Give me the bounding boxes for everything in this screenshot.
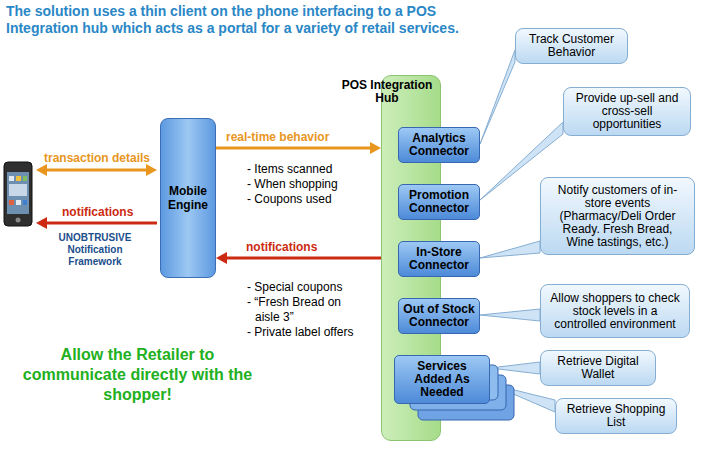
arrow-head xyxy=(36,164,47,176)
callout-tail xyxy=(480,50,515,144)
list-item: - “Fresh Bread on aisle 3” xyxy=(247,295,365,325)
notification-line xyxy=(46,222,157,225)
connector-box: Services Added As Needed xyxy=(394,355,490,404)
callout-tail-shape xyxy=(480,50,515,144)
callout-tail xyxy=(480,241,540,258)
node-text: Services Added As Needed xyxy=(398,360,486,399)
node-text: POS Integration Hub xyxy=(341,79,433,105)
callout-bubble: Track Customer Behavior xyxy=(515,28,628,64)
phone-icon xyxy=(9,200,14,205)
callout-bubble: Provide up-sell and cross-sell opportuni… xyxy=(563,87,691,136)
node-text: Mobile Engine xyxy=(163,184,213,212)
phone-icon xyxy=(9,176,14,181)
phone-icon xyxy=(23,176,27,181)
flow-line xyxy=(216,147,372,150)
list-item: - Items scanned xyxy=(247,162,380,177)
node-text: Provide up-sell and cross-sell opportuni… xyxy=(572,92,682,131)
flow-line xyxy=(225,257,381,260)
list-item: - When shopping xyxy=(247,177,380,192)
hub-band: POS Integration HubAnalytics ConnectorPr… xyxy=(381,75,441,441)
arrow-head xyxy=(216,252,227,264)
callout-tail-shape xyxy=(480,241,540,258)
node-text: Analytics Connector xyxy=(402,132,476,158)
list-item: - Special coupons xyxy=(247,280,380,295)
node-text: Retrieve Shopping List xyxy=(564,403,668,429)
transaction-line xyxy=(46,169,147,172)
phone-icon xyxy=(23,200,27,205)
arrow-head xyxy=(146,164,157,176)
connector-box: Out of Stock Connector xyxy=(398,298,480,334)
arrow-head xyxy=(36,217,47,229)
list-item: - Coupons used xyxy=(247,192,380,207)
node-text: Retrieve Digital Wallet xyxy=(549,355,647,381)
arrow-head xyxy=(370,142,381,154)
callout-bubble: Retrieve Digital Wallet xyxy=(540,350,656,386)
engine-box: Mobile Engine xyxy=(160,118,216,278)
connector-box: Analytics Connector xyxy=(398,127,480,163)
flow-label: notifications xyxy=(62,205,152,219)
phone-widget xyxy=(9,184,27,196)
connector-box: In-Store Connector xyxy=(398,241,480,277)
list-item: - Private label offers xyxy=(247,325,383,340)
slogan-text: Allow the Retailer to communicate direct… xyxy=(20,345,255,405)
callout-bubble: Notify customers of in-store events (Pha… xyxy=(540,177,695,255)
node-text: Promotion Connector xyxy=(402,189,476,215)
node-text: Notify customers of in-store events (Pha… xyxy=(549,184,686,249)
flow-label: transaction details xyxy=(44,151,159,165)
note-text: UNOBTRUSIVE Notification Framework xyxy=(45,232,145,268)
callout-tail-shape xyxy=(480,309,540,321)
connector-box: Promotion Connector xyxy=(398,184,480,220)
phone-button xyxy=(16,218,21,223)
node-text: Out of Stock Connector xyxy=(402,303,476,329)
node-text: In-Store Connector xyxy=(402,246,476,272)
edge-label: real-time behavior xyxy=(226,130,329,144)
callout-tail xyxy=(480,309,540,321)
phone-icon xyxy=(16,176,21,181)
node-text: Track Customer Behavior xyxy=(524,33,619,59)
phone-screen xyxy=(7,172,29,214)
phone-icon xyxy=(16,200,21,205)
phone-body xyxy=(4,162,32,226)
title-text: The solution uses a thin client on the p… xyxy=(6,3,501,37)
edge-label: notifications xyxy=(246,240,317,254)
callout-bubble: Allow shoppers to check stock levels in … xyxy=(540,284,690,338)
node-text: Allow shoppers to check stock levels in … xyxy=(549,292,681,331)
callout-bubble: Retrieve Shopping List xyxy=(555,398,677,434)
